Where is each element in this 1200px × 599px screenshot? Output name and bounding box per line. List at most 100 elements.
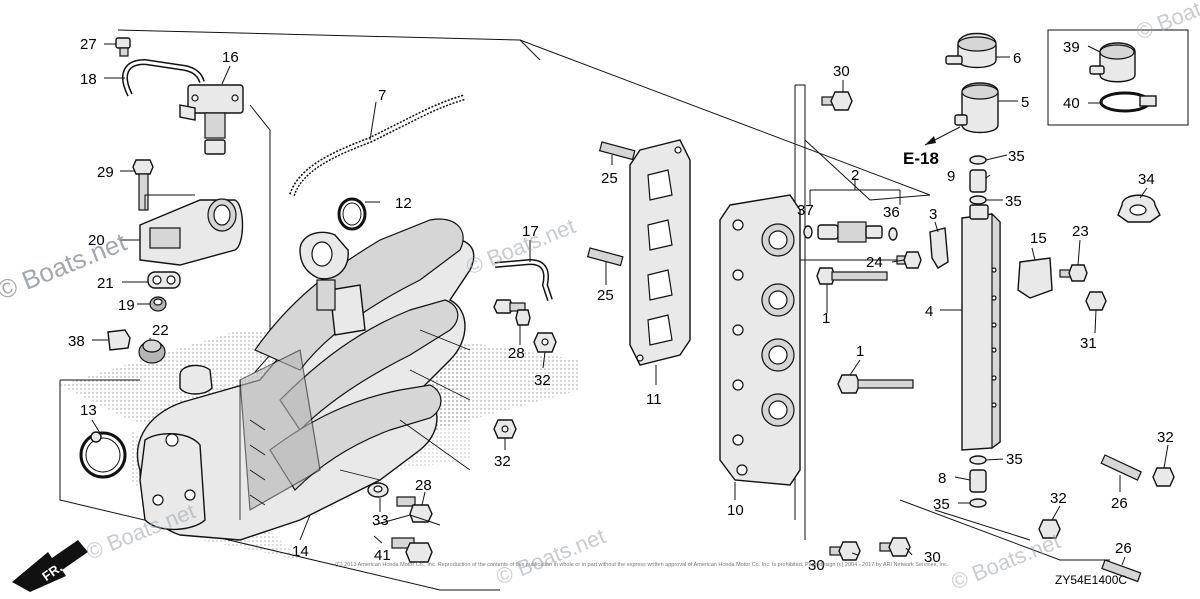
leader-lines	[91, 43, 1169, 566]
watermark-bottom: © Boats.net	[493, 523, 609, 589]
stud-1-upper	[816, 267, 888, 285]
damper-6	[945, 32, 997, 69]
callout-33: 33	[372, 512, 389, 529]
copyright-notice: (C) 2013 American Honda Motor Co., Inc. …	[335, 562, 949, 568]
stud-26-upper	[1100, 454, 1143, 481]
callout-15: 15	[1030, 230, 1047, 247]
manifold-flange-10	[719, 194, 801, 486]
callouts: 27 18 16 7 29 20 21 19 22 38 13 12 14 17…	[68, 36, 1174, 574]
nut-31	[1085, 291, 1107, 311]
nut-32-c	[1152, 467, 1175, 487]
watermark-left: © Boats.net	[0, 226, 131, 305]
bolt-30-right	[879, 537, 911, 557]
callout-11: 11	[646, 391, 662, 408]
callout-21: 21	[97, 275, 114, 292]
gasket-11	[629, 139, 691, 366]
callout-26-lower: 26	[1115, 540, 1132, 557]
bolt-23	[1059, 264, 1088, 282]
callout-16: 16	[222, 49, 239, 66]
callout-28-upper: 28	[508, 345, 525, 362]
callout-17: 17	[522, 223, 539, 240]
bracket-15	[1017, 257, 1053, 299]
o-ring-36	[888, 227, 898, 241]
gasket-13	[79, 431, 127, 479]
watermark-mid: © Boats.net	[463, 213, 579, 279]
bolt-24	[896, 251, 922, 269]
o-ring-37	[803, 225, 813, 239]
o-ring-12	[337, 197, 367, 231]
assembly-outline	[59, 29, 1189, 591]
diagram-code: ZY54E1400C	[1055, 573, 1127, 587]
callout-26-upper: 26	[1111, 495, 1128, 512]
o-ring-35-b	[969, 195, 987, 205]
callout-25-lower: 25	[597, 287, 614, 304]
damper-39	[1089, 42, 1136, 83]
callout-35-b: 35	[1005, 193, 1022, 210]
hose-7	[289, 94, 466, 197]
callout-14: 14	[292, 543, 309, 560]
callout-31: 31	[1080, 335, 1097, 352]
fuel-rail-4	[961, 204, 1001, 451]
bolt-41	[391, 537, 433, 563]
callout-28-lower: 28	[415, 477, 432, 494]
reference-label: E-18	[903, 149, 939, 168]
callout-4: 4	[925, 303, 933, 320]
callout-34: 34	[1138, 171, 1155, 188]
callout-3: 3	[929, 206, 937, 223]
clamp-34	[1117, 194, 1161, 223]
intake-manifold	[136, 218, 475, 541]
callout-35-d: 35	[933, 496, 950, 513]
nut-32-d	[1038, 519, 1061, 539]
callout-9: 9	[947, 168, 955, 185]
callout-27: 27	[80, 36, 97, 53]
callout-24: 24	[866, 254, 883, 271]
callout-2: 2	[851, 167, 859, 184]
callout-35-a: 35	[1008, 148, 1025, 165]
callout-20: 20	[88, 232, 105, 249]
front-direction-arrow: FR.	[12, 540, 88, 592]
bolt-27	[115, 37, 131, 57]
callout-25-upper: 25	[601, 170, 618, 187]
bolt-30-mid	[829, 541, 861, 561]
nut-32-b	[493, 419, 517, 439]
callout-5: 5	[1021, 94, 1029, 111]
callout-23: 23	[1072, 223, 1089, 240]
bolt-28-lower	[396, 496, 433, 523]
callout-40: 40	[1063, 95, 1080, 112]
regulator-5	[954, 82, 999, 134]
callout-38: 38	[68, 333, 85, 350]
callout-22: 22	[152, 322, 169, 339]
nut-32-a	[533, 332, 557, 353]
iac-valve-20	[139, 198, 244, 266]
o-ring-35-c	[969, 455, 987, 465]
callout-6: 6	[1013, 50, 1021, 67]
callout-30-mid: 30	[808, 557, 825, 574]
callout-32-a: 32	[534, 372, 551, 389]
callout-29: 29	[97, 164, 114, 181]
callout-10: 10	[727, 502, 744, 519]
watermark-right-top: © Boats.net	[1133, 0, 1200, 45]
callout-12: 12	[395, 195, 412, 212]
stud-25-upper	[598, 141, 636, 161]
solenoid-valve-16	[179, 84, 244, 155]
watermark-right-bottom: © Boats.net	[948, 528, 1064, 594]
callout-30-top: 30	[833, 63, 850, 80]
callout-1-lower: 1	[856, 343, 864, 360]
callout-39: 39	[1063, 39, 1080, 56]
callout-41: 41	[374, 547, 391, 564]
joint-8	[969, 469, 987, 493]
callout-37: 37	[797, 202, 814, 219]
callout-8: 8	[938, 470, 946, 487]
callout-32-b: 32	[494, 453, 511, 470]
stud-25-lower	[586, 247, 624, 267]
hose-18	[122, 58, 205, 97]
reference-e18: E-18	[903, 126, 961, 168]
callout-36: 36	[883, 204, 900, 221]
callout-13: 13	[80, 402, 97, 419]
joint-9	[969, 169, 987, 193]
callout-18: 18	[80, 71, 97, 88]
clip-3	[929, 227, 949, 269]
tube-17	[494, 258, 553, 301]
stud-26-lower	[1101, 559, 1142, 583]
